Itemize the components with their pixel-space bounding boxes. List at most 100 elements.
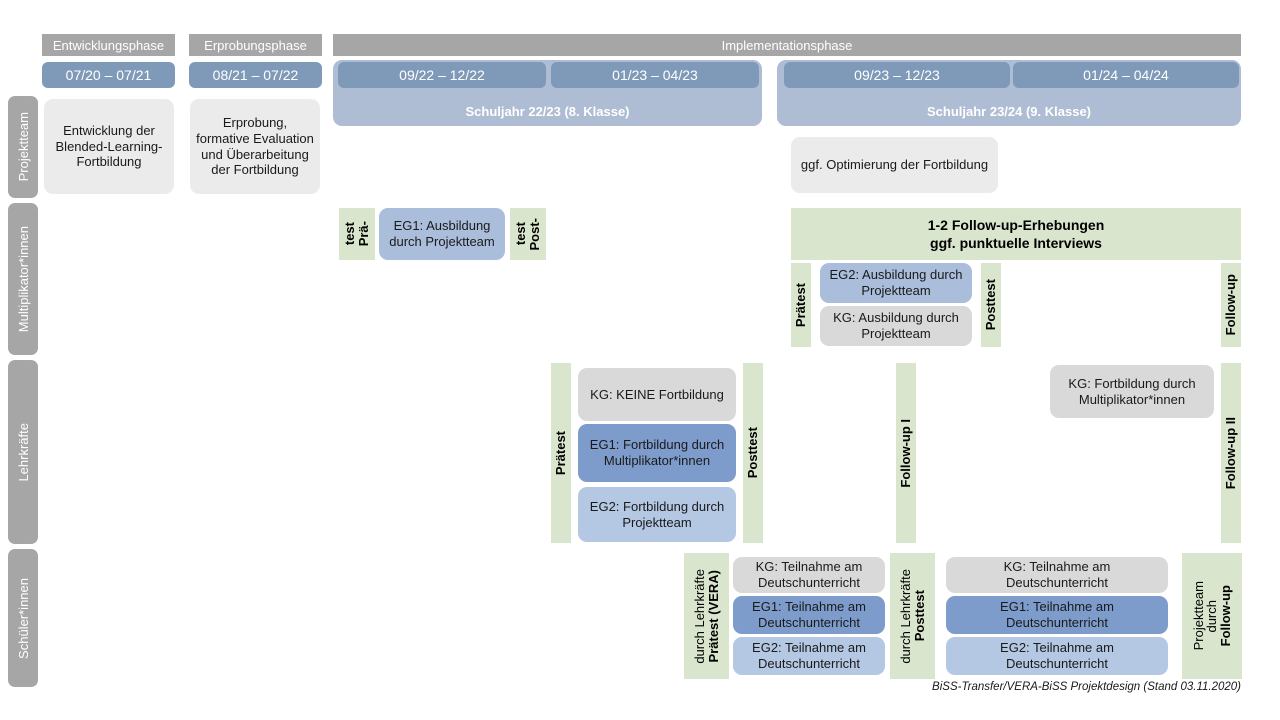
box-text: EG2: Teilnahme am Deutschunterricht [752,640,866,671]
phase-bar-implementation: Implementationsphase [333,34,1241,56]
box-lehr-eg2-fortbildung: EG2: Fortbildung durch Projektteam [578,487,736,542]
strip-posttest-schueler: Posttest durch Lehrkräfte [890,553,935,679]
praetest-vera-stack: Prätest (VERA) durch Lehrkräfte [691,568,721,664]
date-label: 09/22 – 12/22 [399,67,485,83]
box-text: EG2: Fortbildung durch Projektteam [589,498,725,530]
box-text: ggf. Optimierung der Fortbildung [800,157,989,173]
box-schueler-eg2-left: EG2: Teilnahme am Deutschunterricht [733,637,885,675]
posttest-vertical-stack: Posttest durch Lehrkräfte [897,568,927,664]
posttest-text: Posttest [745,427,761,479]
strip-praetest2-multiplikatoren: Prätest [791,263,811,347]
box-text: KG: Ausbildung durch Projektteam [833,310,959,341]
box-text: EG1: Teilnahme am Deutschunterricht [1000,599,1114,630]
strip-posttest2-multiplikatoren: Posttest [981,263,1001,347]
box-text: EG1: Fortbildung durch Multiplikator*inn… [589,437,725,468]
box-lehr-kg-fortbildung-multiplikatoren: KG: Fortbildung durch Multiplikator*inne… [1050,365,1214,418]
role-label-lehrkraefte: Lehrkräfte [8,360,38,544]
box-schueler-kg-left: KG: Teilnahme am Deutschunterricht [733,557,885,593]
posttest-line2: test [513,222,529,246]
date-label: 09/23 – 12/23 [854,67,940,83]
praetest-vera-bold: Prätest (VERA) [705,569,721,663]
box-text: EG1: Teilnahme am Deutschunterricht [752,599,866,630]
strip-praetest-lehrkraefte: Prätest [551,363,571,543]
box-schueler-eg2-right: EG2: Teilnahme am Deutschunterricht [946,637,1168,675]
followup1-text: Follow-up I [898,418,914,488]
box-lehr-eg1-fortbildung: EG1: Fortbildung durch Multiplikator*inn… [578,424,736,482]
followup-sub1: durch [1204,599,1220,633]
date-chip-0923-1223: 09/23 – 12/23 [784,62,1010,88]
role-label-schueler: Schüler*innen [8,549,38,687]
box-text: EG2: Teilnahme am Deutschunterricht [1000,640,1114,671]
followup-bold: Follow-up [1217,585,1233,647]
posttest-sub: durch Lehrkräfte [897,568,913,664]
date-chip-0821-0722: 08/21 – 07/22 [189,62,322,88]
box-text: KG: Teilnahme am Deutschunterricht [1003,559,1111,590]
date-label: 08/21 – 07/22 [212,67,299,83]
role-text: Lehrkräfte [15,422,31,482]
box-erprobung-evaluation: Erprobung, formative Evaluation und Über… [190,99,320,194]
date-chip-0922-1222: 09/22 – 12/22 [338,62,546,88]
box-text: KG: KEINE Fortbildung [590,386,724,402]
role-text: Schüler*innen [15,577,31,659]
praetest-text: Prätest [793,282,809,328]
date-label: 01/23 – 04/23 [612,67,698,83]
followup-sub2: Projektteam [1190,581,1206,651]
year-band-label: Schuljahr 23/24 (9. Klasse) [926,104,1092,119]
phase-bar-erprobung: Erprobungsphase [189,34,322,56]
strip-followup-multiplikatoren: Follow-up [1221,263,1241,347]
posttest-text: Posttest [983,279,999,331]
footer-text: BiSS-Transfer/VERA-BiSS Projektdesign (S… [932,681,1241,693]
box-text: KG: Teilnahme am Deutschunterricht [755,559,863,590]
praetest-line2: test [342,222,358,246]
followup2-text: Follow-up II [1223,416,1239,490]
role-label-projektteam: Projektteam [8,96,38,198]
banner-line2: ggf. punktuelle Interviews [930,235,1102,251]
strip-followup-schueler: Follow-up durch Projektteam [1182,553,1242,679]
phase-label: Entwicklungsphase [52,37,165,53]
banner-line1: 1-2 Follow-up-Erhebungen [927,216,1105,233]
box-mult-eg2-ausbildung: EG2: Ausbildung durch Projektteam [820,263,972,303]
box-lehr-kg-keine-fortbildung: KG: KEINE Fortbildung [578,368,736,421]
praetest-text: Prätest [553,430,569,476]
footer-caption: BiSS-Transfer/VERA-BiSS Projektdesign (S… [841,681,1241,697]
box-text: EG2: Ausbildung durch Projektteam [829,267,963,298]
date-label: 07/20 – 07/21 [65,67,152,83]
box-text: Entwicklung der Blended-Learning-Fortbil… [55,122,163,170]
posttest-bold: Posttest [911,590,927,642]
posttest-vertical-stack: Post- test [513,217,542,251]
box-entwicklung-fortbildung: Entwicklung der Blended-Learning-Fortbil… [44,99,174,194]
strip-praetest-multiplikatoren: Prä- test [339,208,375,260]
strip-followup1-lehrkraefte: Follow-up I [896,363,916,543]
followup-text: Follow-up [1223,274,1239,336]
box-schueler-eg1-left: EG1: Teilnahme am Deutschunterricht [733,596,885,634]
box-text: KG: Fortbildung durch Multiplikator*inne… [1068,375,1196,407]
box-mult-kg-ausbildung: KG: Ausbildung durch Projektteam [820,306,972,346]
phase-label: Implementationsphase [721,37,853,53]
box-schueler-kg-right: KG: Teilnahme am Deutschunterricht [946,557,1168,593]
posttest-line1: Post- [527,217,542,251]
strip-posttest-lehrkraefte: Posttest [743,363,763,543]
role-text: Multiplikator*innen [15,225,31,333]
praetest-vertical-stack: Prä- test [342,221,371,247]
box-text: Erprobung, formative Evaluation und Über… [196,114,314,178]
box-schueler-eg1-right: EG1: Teilnahme am Deutschunterricht [946,596,1168,634]
phase-bar-entwicklung: Entwicklungsphase [42,34,175,56]
strip-followup2-lehrkraefte: Follow-up II [1221,363,1241,543]
strip-praetest-vera-schueler: Prätest (VERA) durch Lehrkräfte [684,553,729,679]
banner-followup-erhebungen: 1-2 Follow-up-Erhebungen ggf. punktuelle… [791,208,1241,260]
strip-posttest-multiplikatoren: Post- test [510,208,546,260]
date-chip-0123-0423: 01/23 – 04/23 [551,62,759,88]
year-band-label: Schuljahr 22/23 (8. Klasse) [465,104,630,119]
box-text: EG1: Ausbildung durch Projektteam [389,218,495,249]
followup-vertical-stack: Follow-up durch Projektteam [1190,581,1233,651]
phase-label: Erprobungsphase [204,37,307,53]
box-mult-eg1-ausbildung: EG1: Ausbildung durch Projektteam [379,208,505,260]
date-label: 01/24 – 04/24 [1083,67,1169,83]
praetest-vera-sub: durch Lehrkräfte [691,568,707,664]
role-label-multiplikatoren: Multiplikator*innen [8,203,38,355]
date-chip-0720-0721: 07/20 – 07/21 [42,62,175,88]
role-text: Projektteam [15,112,31,182]
date-chip-0124-0424: 01/24 – 04/24 [1013,62,1239,88]
praetest-line1: Prä- [356,221,371,247]
box-optimierung-fortbildung: ggf. Optimierung der Fortbildung [791,137,998,193]
